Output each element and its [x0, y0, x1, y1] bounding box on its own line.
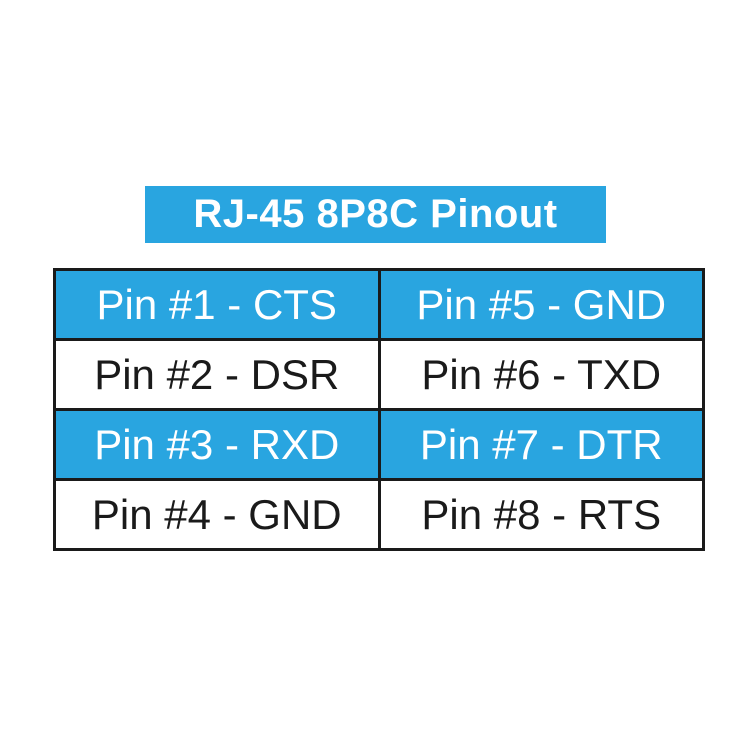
pin-cell-5: Pin #5 - GND	[377, 268, 705, 341]
pin-cell-6: Pin #6 - TXD	[377, 338, 705, 411]
page-title: RJ-45 8P8C Pinout	[193, 192, 558, 236]
pin-cell-8: Pin #8 - RTS	[377, 478, 705, 551]
pinout-table: Pin #1 - CTS Pin #5 - GND Pin #2 - DSR P…	[53, 268, 705, 551]
table-row: Pin #4 - GND Pin #8 - RTS	[53, 478, 705, 551]
pin-cell-2: Pin #2 - DSR	[53, 338, 381, 411]
table-row: Pin #3 - RXD Pin #7 - DTR	[53, 408, 705, 481]
pin-cell-3: Pin #3 - RXD	[53, 408, 381, 481]
table-row: Pin #1 - CTS Pin #5 - GND	[53, 268, 705, 341]
pin-cell-1: Pin #1 - CTS	[53, 268, 381, 341]
title-banner: RJ-45 8P8C Pinout	[145, 186, 606, 243]
pin-cell-7: Pin #7 - DTR	[377, 408, 705, 481]
pin-cell-4: Pin #4 - GND	[53, 478, 381, 551]
table-row: Pin #2 - DSR Pin #6 - TXD	[53, 338, 705, 411]
